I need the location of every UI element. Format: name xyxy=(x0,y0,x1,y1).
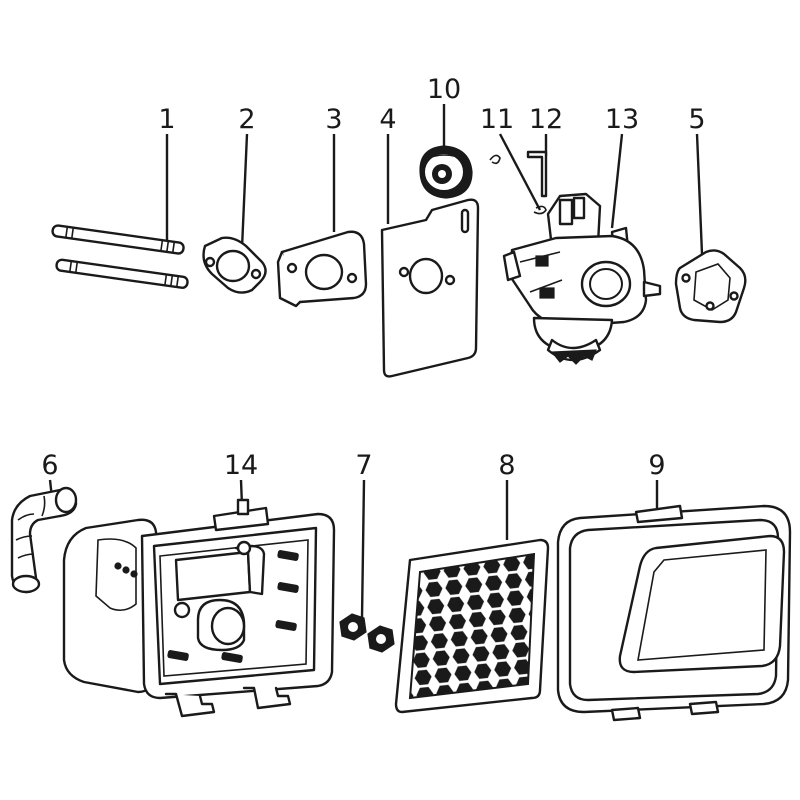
part-l-rod xyxy=(526,150,548,198)
callout-6: 6 xyxy=(41,450,58,481)
callout-11: 11 xyxy=(480,104,514,135)
part-nuts xyxy=(339,613,395,653)
part-filter-element xyxy=(394,538,550,714)
callout-12: 12 xyxy=(529,104,563,135)
leader-5 xyxy=(695,133,704,255)
part-plate-gasket xyxy=(380,198,480,378)
part-insulator xyxy=(276,230,368,308)
part-air-filter-cover xyxy=(556,504,792,722)
leader-7 xyxy=(360,479,366,619)
callout-2: 2 xyxy=(238,104,255,135)
part-gasket-5 xyxy=(674,249,747,324)
part-gasket-2 xyxy=(202,236,267,294)
leader-2 xyxy=(240,133,249,249)
part-hose xyxy=(10,486,78,594)
callout-14: 14 xyxy=(224,450,258,481)
callout-1: 1 xyxy=(158,104,175,135)
callout-3: 3 xyxy=(325,104,342,135)
callout-8: 8 xyxy=(498,450,515,481)
callout-5: 5 xyxy=(688,104,705,135)
part-primer-bulb xyxy=(419,145,473,199)
part-air-filter-base xyxy=(62,498,336,718)
callout-9: 9 xyxy=(648,450,665,481)
part-studs xyxy=(51,224,189,289)
callout-10: 10 xyxy=(427,74,461,105)
leader-13 xyxy=(610,133,624,229)
part-carburetor xyxy=(502,192,662,365)
callout-7: 7 xyxy=(355,450,372,481)
leader-11 xyxy=(498,133,542,211)
part-clip xyxy=(489,154,547,215)
callout-labels: 1 2 3 4 10 11 12 13 5 6 14 7 8 9 xyxy=(41,74,705,481)
callout-13: 13 xyxy=(605,104,639,135)
callout-4: 4 xyxy=(379,104,396,135)
bolts-right xyxy=(167,550,299,663)
